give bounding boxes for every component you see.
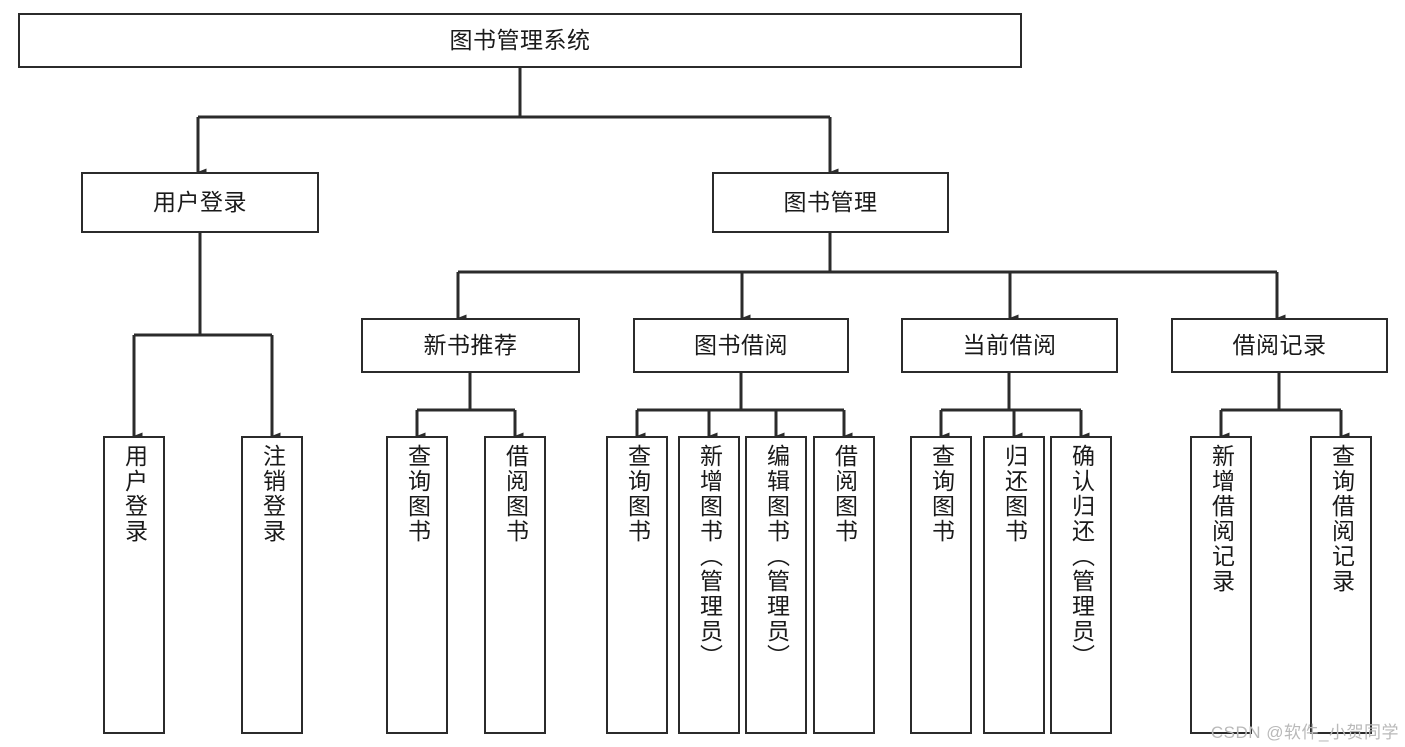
node-label-leaf-borrow-book: 借阅图书 [831,444,858,544]
node-leaf-return-book[interactable]: 归还图书 [983,436,1045,734]
node-label-leaf-edit-book-admin: 编辑图书（管理员） [763,444,790,669]
node-label-root: 图书管理系统 [449,26,591,53]
node-book-borrow[interactable]: 图书借阅 [633,318,849,373]
node-leaf-query-borrow-record[interactable]: 查询借阅记录 [1310,436,1372,734]
node-borrow-record[interactable]: 借阅记录 [1171,318,1388,373]
node-label-current-borrow: 当前借阅 [962,331,1057,358]
node-label-leaf-query-book-recommend: 查询图书 [404,444,431,544]
node-label-leaf-query-book-borrow: 查询图书 [624,444,651,544]
node-new-book-recommend[interactable]: 新书推荐 [361,318,580,373]
node-leaf-borrow-book-recommend[interactable]: 借阅图书 [484,436,546,734]
node-label-user-login: 用户登录 [153,188,247,215]
node-label-leaf-add-book-admin: 新增图书（管理员） [696,444,723,669]
node-label-book-management: 图书管理 [783,188,878,215]
node-leaf-add-borrow-record[interactable]: 新增借阅记录 [1190,436,1252,734]
node-leaf-confirm-return-admin[interactable]: 确认归还（管理员） [1050,436,1112,734]
node-label-leaf-query-book-current: 查询图书 [928,444,955,544]
node-leaf-edit-book-admin[interactable]: 编辑图书（管理员） [745,436,807,734]
node-label-leaf-add-borrow-record: 新增借阅记录 [1208,444,1235,594]
node-leaf-query-book-current[interactable]: 查询图书 [910,436,972,734]
node-label-borrow-record: 借阅记录 [1232,331,1327,358]
node-leaf-query-book-borrow[interactable]: 查询图书 [606,436,668,734]
node-label-leaf-borrow-book-recommend: 借阅图书 [502,444,529,544]
node-label-leaf-user-login: 用户登录 [121,444,148,544]
node-leaf-user-login[interactable]: 用户登录 [103,436,165,734]
node-label-leaf-query-borrow-record: 查询借阅记录 [1328,444,1355,594]
node-label-new-book-recommend: 新书推荐 [423,331,518,358]
node-label-leaf-return-book: 归还图书 [1001,444,1028,544]
node-leaf-borrow-book[interactable]: 借阅图书 [813,436,875,734]
node-label-leaf-confirm-return-admin: 确认归还（管理员） [1068,444,1095,669]
node-root[interactable]: 图书管理系统 [18,13,1022,68]
node-label-book-borrow: 图书借阅 [694,331,788,358]
node-book-management[interactable]: 图书管理 [712,172,949,233]
node-leaf-user-logout[interactable]: 注销登录 [241,436,303,734]
node-current-borrow[interactable]: 当前借阅 [901,318,1118,373]
node-user-login[interactable]: 用户登录 [81,172,319,233]
watermark-text: CSDN @软件_小贺同学 [1210,723,1399,742]
node-leaf-query-book-recommend[interactable]: 查询图书 [386,436,448,734]
node-leaf-add-book-admin[interactable]: 新增图书（管理员） [678,436,740,734]
node-label-leaf-user-logout: 注销登录 [259,444,286,544]
